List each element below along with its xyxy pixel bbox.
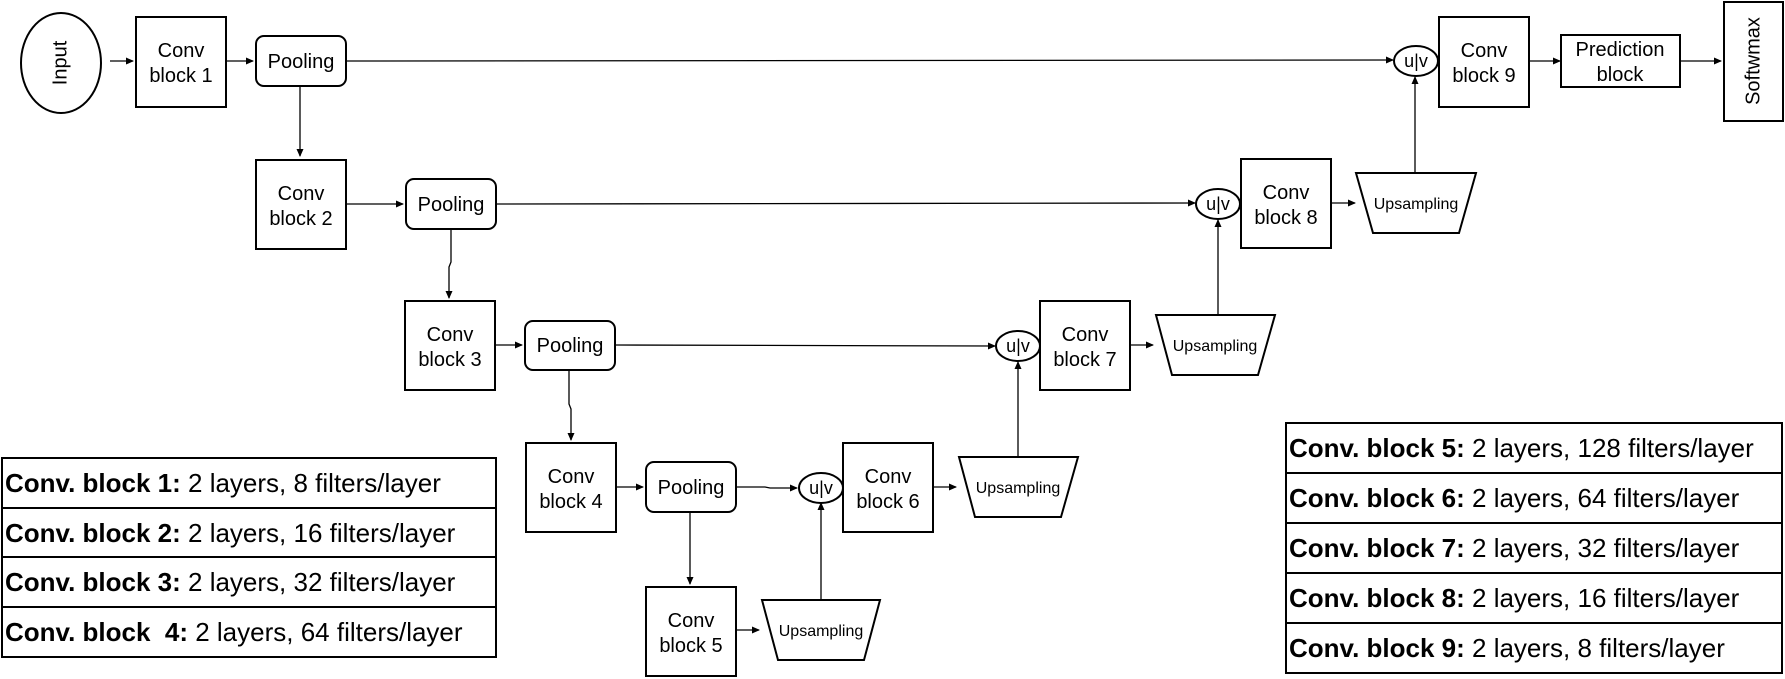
- edges: [110, 56, 1722, 634]
- upsampling-1-label: Upsampling: [779, 623, 863, 640]
- legend-left-text-3: Conv. block 3: 2 layers, 32 filters/laye…: [5, 567, 456, 597]
- conv-block-8-line1: Conv: [1263, 182, 1310, 204]
- legend-right-text-1: Conv. block 5: 2 layers, 128 filters/lay…: [1289, 433, 1754, 463]
- legend-left-text-2: Conv. block 2: 2 layers, 16 filters/laye…: [5, 518, 456, 548]
- conv-block-3: Conv block 3: [404, 300, 496, 391]
- edge-pool3-concat7: [614, 342, 996, 350]
- conv-block-9: Conv block 9: [1438, 16, 1530, 108]
- legend-left-row-4: [1, 606, 497, 658]
- conv-block-9-line2: block 9: [1452, 65, 1515, 87]
- upsampling-3: Upsampling: [1154, 314, 1277, 376]
- softmax-node: Softwmax: [1723, 1, 1784, 122]
- legend-right: Conv. block 5: 2 layers, 128 filters/lay…: [1285, 422, 1783, 674]
- conv-block-7-line2: block 7: [1053, 349, 1116, 371]
- legend-right-text-4: Conv. block 8: 2 layers, 16 filters/laye…: [1289, 583, 1740, 613]
- conv-block-4: Conv block 4: [525, 442, 617, 533]
- upsampling-3-label: Upsampling: [1173, 338, 1257, 355]
- legend-left-text-1: Conv. block 1: 2 layers, 8 filters/layer: [5, 468, 441, 498]
- edge-pool3-conv4: [567, 370, 575, 441]
- pooling-4-label: Pooling: [658, 477, 725, 499]
- conv-block-9-line1: Conv: [1461, 40, 1508, 62]
- prediction-block-line2: block: [1597, 64, 1645, 86]
- pooling-3: Pooling: [524, 320, 616, 371]
- upsampling-4-label: Upsampling: [1374, 196, 1458, 213]
- edge-pool2-concat8: [496, 199, 1196, 207]
- pooling-2-label: Pooling: [418, 194, 485, 216]
- legend-left-text-4: Conv. block 4: 2 layers, 64 filters/laye…: [5, 617, 463, 647]
- conv-block-4-line1: Conv: [548, 466, 595, 488]
- conv-block-7-line1: Conv: [1062, 324, 1109, 346]
- input-label: Input: [49, 40, 71, 85]
- legend-left: Conv. block 1: 2 layers, 8 filters/layer…: [1, 457, 497, 658]
- concat-6-label: u|v: [809, 478, 833, 498]
- legend-right-row-4: [1285, 572, 1783, 624]
- concat-9: u|v: [1393, 45, 1439, 77]
- conv-block-5: Conv block 5: [645, 586, 737, 677]
- conv-block-8: Conv block 8: [1240, 158, 1332, 249]
- legend-right-row-1: [1285, 422, 1783, 474]
- conv-block-1-line1: Conv: [158, 40, 205, 62]
- legend-left-row-3: [1, 556, 497, 608]
- edge-pool4-concat6: [736, 484, 798, 492]
- legend-right-text-3: Conv. block 7: 2 layers, 32 filters/laye…: [1289, 533, 1740, 563]
- legend-right-row-3: [1285, 522, 1783, 574]
- conv-block-5-line2: block 5: [659, 635, 722, 657]
- conv-block-3-line2: block 3: [418, 349, 481, 371]
- conv-block-2: Conv block 2: [255, 159, 347, 250]
- upsampling-2-label: Upsampling: [976, 480, 1060, 497]
- conv-block-4-line2: block 4: [539, 491, 602, 513]
- legend-left-row-2: [1, 507, 497, 558]
- concat-6: u|v: [798, 472, 844, 504]
- upsampling-4: Upsampling: [1354, 172, 1478, 234]
- conv-block-7: Conv block 7: [1039, 300, 1131, 391]
- legend-left-row-1: [1, 457, 497, 509]
- conv-block-2-line2: block 2: [269, 208, 332, 230]
- concat-9-label: u|v: [1404, 51, 1428, 71]
- conv-block-2-line1: Conv: [278, 183, 325, 205]
- prediction-block-line1: Prediction: [1576, 39, 1665, 61]
- legend-right-row-5: [1285, 622, 1783, 674]
- conv-block-6-line2: block 6: [856, 491, 919, 513]
- conv-block-1-line2: block 1: [149, 65, 212, 87]
- upsampling-2: Upsampling: [957, 456, 1080, 518]
- conv-block-5-line1: Conv: [668, 610, 715, 632]
- pooling-1-label: Pooling: [268, 51, 335, 73]
- legend-right-row-2: [1285, 472, 1783, 524]
- conv-block-3-line1: Conv: [427, 324, 474, 346]
- pooling-3-label: Pooling: [537, 335, 604, 357]
- conv-block-8-line2: block 8: [1254, 207, 1317, 229]
- pooling-2: Pooling: [405, 178, 497, 230]
- edge-pool1-concat9: [345, 56, 1394, 64]
- upsampling-1: Upsampling: [760, 599, 882, 661]
- conv-block-6: Conv block 6: [842, 442, 934, 533]
- prediction-block: Prediction block: [1560, 34, 1681, 88]
- legend-right-text-5: Conv. block 9: 2 layers, 8 filters/layer: [1289, 633, 1725, 663]
- edge-pool2-conv3: [445, 229, 453, 299]
- concat-7-label: u|v: [1006, 336, 1030, 356]
- concat-8-label: u|v: [1206, 194, 1230, 214]
- conv-block-6-line1: Conv: [865, 466, 912, 488]
- legend-right-text-2: Conv. block 6: 2 layers, 64 filters/laye…: [1289, 483, 1740, 513]
- concat-7: u|v: [995, 330, 1041, 362]
- pooling-1: Pooling: [255, 35, 347, 87]
- concat-8: u|v: [1195, 188, 1241, 220]
- conv-block-1: Conv block 1: [135, 16, 227, 108]
- softmax-label: Softwmax: [1742, 17, 1764, 105]
- input-node: Input: [20, 12, 102, 114]
- pooling-4: Pooling: [645, 461, 737, 513]
